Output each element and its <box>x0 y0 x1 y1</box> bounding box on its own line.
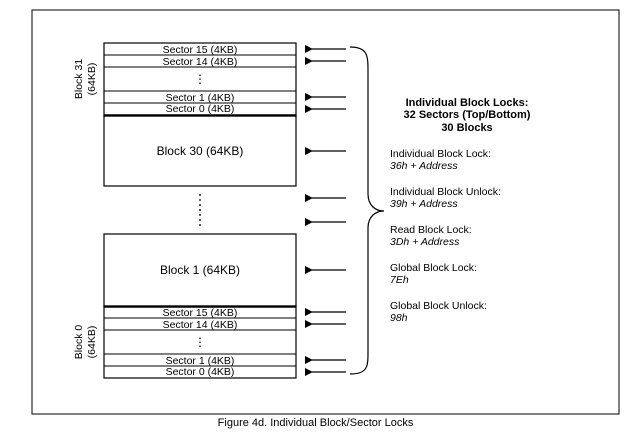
figure-caption: Figure 4d. Individual Block/Sector Locks <box>217 417 414 429</box>
command-code: 98h <box>390 312 408 324</box>
block-31-sector-15-label: Sector 15 (4KB) <box>163 44 238 56</box>
block-30-label: Block 30 (64KB) <box>157 144 244 158</box>
figure-frame <box>31 9 620 415</box>
block-1-label: Block 1 (64KB) <box>160 263 240 277</box>
legend-title-line-3: 30 Blocks <box>441 122 492 134</box>
block-0-sector-15-label: Sector 15 (4KB) <box>163 307 238 319</box>
block-0-group: Sector 15 (4KB) Sector 14 (4KB) ⋮ Sector… <box>73 305 297 379</box>
command-name: Individual Block Unlock: <box>390 186 501 198</box>
block-0-sector-14-label: Sector 14 (4KB) <box>163 319 238 331</box>
block-31-group: Sector 15 (4KB) Sector 14 (4KB) ⋮ Sector… <box>73 42 297 117</box>
legend-title-line-1: Individual Block Locks: <box>406 97 529 109</box>
curly-brace <box>349 46 385 375</box>
command-name: Global Block Lock: <box>390 262 477 274</box>
command-list: Individual Block Lock: 36h + Address Ind… <box>390 148 501 324</box>
block-0-ellipsis: ⋮ <box>194 335 206 349</box>
block-0-box <box>103 305 297 379</box>
block-31-sector-0-label: Sector 0 (4KB) <box>166 103 235 115</box>
block-31-sector-14-label: Sector 14 (4KB) <box>163 56 238 68</box>
block-30-box <box>103 115 297 187</box>
legend-title-line-2: 32 Sectors (Top/Bottom) <box>404 109 531 121</box>
block-31-sector-1-label: Sector 1 (4KB) <box>166 92 235 104</box>
block-0-side-size: (64KB) <box>86 326 98 359</box>
block-0-side-label: Block 0 <box>73 325 85 360</box>
command-name: Read Block Lock: <box>390 224 472 236</box>
block-31-side-label: Block 31 <box>73 59 85 99</box>
command-name: Individual Block Lock: <box>390 148 491 160</box>
command-code: 36h + Address <box>390 160 458 172</box>
block-31-side-size: (64KB) <box>86 63 98 96</box>
block-0-sector-1-label: Sector 1 (4KB) <box>166 355 235 367</box>
command-code: 7Eh <box>390 274 409 286</box>
command-code: 3Dh + Address <box>390 236 460 248</box>
command-code: 39h + Address <box>390 198 458 210</box>
lock-arrows <box>305 45 346 376</box>
command-name: Global Block Unlock: <box>390 300 487 312</box>
block-31-ellipsis: ⋮ <box>194 72 206 86</box>
block-0-sector-0-label: Sector 0 (4KB) <box>166 366 235 378</box>
